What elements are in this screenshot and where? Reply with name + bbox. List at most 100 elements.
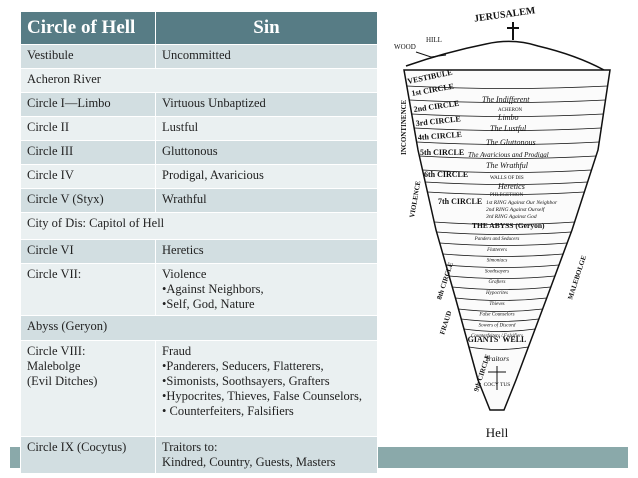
table-row: Circle VIII:Malebolge(Evil Ditches)Fraud… xyxy=(20,340,378,437)
circle-cell: Circle V (Styx) xyxy=(20,188,156,213)
seventh-ring-2-label: 2nd RING Against Ourself xyxy=(486,206,546,213)
sin-cell: Violence•Against Neighbors,•Self, God, N… xyxy=(155,263,378,316)
ring-line xyxy=(422,169,592,173)
ring-line xyxy=(452,286,551,290)
ring-line xyxy=(449,275,555,279)
dante-hell-diagram: JERUSALEM HILL WOOD VESTIBULE 1st CIRCLE… xyxy=(394,5,611,440)
jerusalem-label: JERUSALEM xyxy=(473,5,536,25)
bolgia-label: Hypocrites xyxy=(485,291,508,296)
circle-cell: Circle VII: xyxy=(20,263,156,316)
lucifer-figure xyxy=(488,366,506,390)
hell-caption: Hell xyxy=(486,425,509,440)
ring-line xyxy=(434,221,575,225)
abyss-label: THE ABYSS (Geryon) xyxy=(472,221,545,230)
malebolge-side-label: MALEBOLGE xyxy=(566,254,588,300)
hill-label: HILL xyxy=(426,36,442,44)
traitors-label: Traitors xyxy=(485,354,509,363)
ring-line xyxy=(468,346,529,350)
ring-line xyxy=(442,253,564,257)
walls-of-dis-label: WALLS OF DIS xyxy=(490,176,524,181)
ring-line xyxy=(458,308,543,312)
sin-cell: Uncommitted xyxy=(155,44,378,69)
earth-surface xyxy=(405,40,605,71)
circle-cell: Circle VIII:Malebolge(Evil Ditches) xyxy=(20,340,156,437)
circle-cell: Circle IX (Cocytus) xyxy=(20,436,156,474)
ring-line xyxy=(427,191,585,195)
sin-cell: Wrathful xyxy=(155,188,378,213)
circle-cell: Acheron River xyxy=(20,68,378,93)
header-sin: Sin xyxy=(155,11,378,45)
ring-line xyxy=(463,328,536,332)
bolgia-label: False Counselors xyxy=(478,313,514,318)
bolgia-label: Sowers of Discord xyxy=(479,323,516,328)
circle-cell: City of Dis: Capitol of Hell xyxy=(20,212,378,240)
ring-acheron-label: ACHERON xyxy=(498,108,523,113)
ring-line xyxy=(406,85,608,89)
ring-5th-circle-label: 5th CIRCLE xyxy=(420,148,464,157)
circle-cell: Circle III xyxy=(20,140,156,165)
table-row: Circle IX (Cocytus)Traitors to:Kindred, … xyxy=(20,436,378,474)
circle-cell: Abyss (Geryon) xyxy=(20,315,378,341)
phlegethon-label: PHLEGETHON xyxy=(490,193,523,198)
funnel-outline xyxy=(403,69,611,411)
bolgia-label: Flatterers xyxy=(486,248,507,253)
circle-cell: Vestibule xyxy=(20,44,156,69)
sin-cell: Virtuous Unbaptized xyxy=(155,92,378,117)
seventh-circle-label: 7th CIRCLE xyxy=(438,197,482,206)
sin-cell: Lustful xyxy=(155,116,378,141)
sin-cell: Traitors to:Kindred, Country, Guests, Ma… xyxy=(155,436,378,474)
table-row: Circle VII:Violence•Against Neighbors,•S… xyxy=(20,263,378,316)
table-row: Circle V (Styx)Wrathful xyxy=(20,188,378,213)
ring-4th-circle-label: 4th CIRCLE xyxy=(418,130,463,142)
cross-icon xyxy=(507,22,519,40)
ring-line xyxy=(409,99,606,103)
ring-line xyxy=(436,231,572,235)
ring-line xyxy=(414,127,602,131)
ring-gluttonous-label: The Gluttonous xyxy=(486,138,536,147)
sin-cell: Fraud•Panderers, Seducers, Flatterers,•S… xyxy=(155,340,378,437)
ring-line xyxy=(416,141,600,145)
ring-heretics-label: Heretics xyxy=(497,182,525,191)
wood-label: WOOD xyxy=(394,43,416,51)
malebolge-ditches: Panders and SeducersFlatterersSimoniacsS… xyxy=(471,237,523,339)
circle-cell: Circle IV xyxy=(20,164,156,189)
ring-limbo-label: Limbo xyxy=(497,113,518,122)
bolgia-label: Panders and Seducers xyxy=(474,237,520,242)
header-circle-of-hell: Circle of Hell xyxy=(20,11,156,45)
ring-lines xyxy=(406,85,608,350)
hill-outline xyxy=(415,51,447,58)
ring-line xyxy=(455,297,547,301)
bolgia-label: Grafters xyxy=(489,280,506,285)
ring-line xyxy=(419,155,597,159)
ring-line xyxy=(439,242,568,246)
seventh-ring-3-label: 3rd RING Against God xyxy=(485,214,537,220)
circle-cell: Circle VI xyxy=(20,239,156,264)
ring-lustful-label: The Lustful xyxy=(490,124,527,133)
giants-well-label: GIANTS' WELL xyxy=(468,335,527,344)
ring-indifferent-label: The Indifferent xyxy=(482,95,530,104)
violence-side-label: VIOLENCE xyxy=(408,180,422,218)
table-row: Acheron River xyxy=(20,68,378,93)
bolgia-label: Simoniacs xyxy=(487,259,508,264)
ring-6th-circle-label: 6th CIRCLE xyxy=(424,170,468,179)
table-header-row: Circle of Hell Sin xyxy=(20,11,378,45)
ring-line xyxy=(445,264,560,268)
table-row: City of Dis: Capitol of Hell xyxy=(20,212,378,240)
circle-cell: Circle I—Limbo xyxy=(20,92,156,117)
fraud-side-label: FRAUD xyxy=(438,310,453,336)
ring-line xyxy=(461,318,539,322)
bolgia-label: Thieves xyxy=(489,302,504,307)
circle-cell: Circle II xyxy=(20,116,156,141)
ring-line xyxy=(425,181,588,185)
table-row: Abyss (Geryon) xyxy=(20,315,378,341)
bolgia-label: Soothsayers xyxy=(485,269,509,274)
sin-cell: Heretics xyxy=(155,239,378,264)
